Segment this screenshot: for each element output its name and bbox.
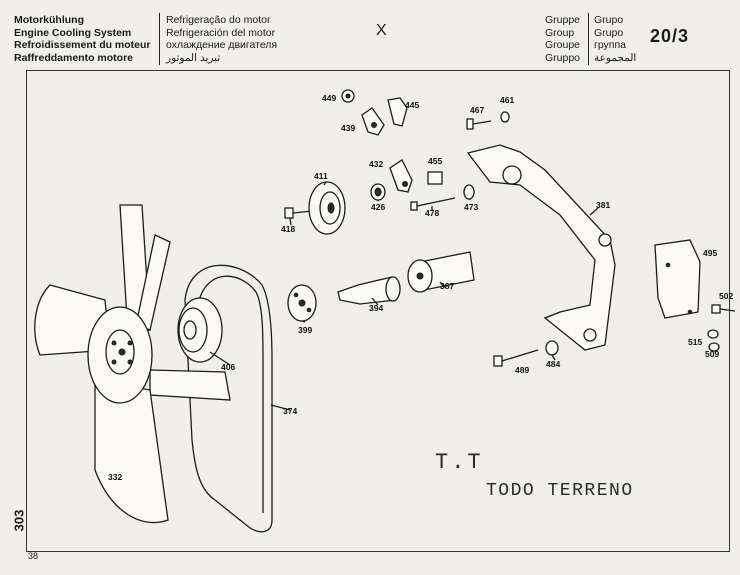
washer-509 — [708, 342, 720, 352]
label-426: 426 — [371, 202, 385, 212]
label-374: 374 — [283, 406, 297, 416]
label-489: 489 — [515, 365, 529, 375]
group-label: المجموعة — [594, 51, 637, 64]
bolt-489 — [493, 349, 539, 367]
label-495: 495 — [703, 248, 717, 258]
title-german: Motorkühlung — [14, 14, 84, 26]
group-label: Gruppo — [545, 51, 581, 64]
bolt-467 — [466, 118, 492, 130]
group-label: Gruppe — [545, 14, 581, 26]
bracket-arm-381 — [466, 144, 616, 351]
label-473: 473 — [464, 202, 478, 212]
title-block-right: Refrigeração do motor Refrigeración del … — [166, 14, 277, 64]
bolt-439 — [361, 107, 385, 136]
washer-461 — [500, 111, 510, 123]
group-label: группа — [594, 39, 627, 51]
group-labels-left: Gruppe Group Groupe Gruppo — [545, 14, 580, 64]
label-394: 394 — [369, 303, 383, 313]
bolt-478 — [410, 197, 456, 211]
cover-plate-495 — [654, 239, 701, 319]
group-label: Groupe — [545, 39, 581, 51]
label-484: 484 — [546, 359, 560, 369]
bolt-418 — [284, 207, 313, 219]
v-belt-374 — [184, 264, 273, 533]
label-411: 411 — [314, 171, 328, 181]
title-russian: охлаждение двигателя — [166, 39, 278, 51]
stamp-line-1: T.T — [435, 450, 484, 475]
nut-449 — [341, 89, 355, 103]
page-number: 38 — [28, 551, 39, 561]
label-461: 461 — [500, 95, 514, 105]
label-439: 439 — [341, 123, 355, 133]
bolt-502 — [711, 304, 736, 314]
lever-432 — [389, 159, 413, 193]
label-381: 381 — [596, 200, 610, 210]
label-432: 432 — [369, 159, 383, 169]
bearing-387 — [407, 251, 475, 293]
title-portuguese: Refrigeração do motor — [166, 14, 271, 26]
label-418: 418 — [281, 224, 295, 234]
washer-455 — [427, 171, 443, 185]
title-italian: Raffreddamento motore — [14, 51, 134, 64]
label-509: 509 — [705, 349, 719, 359]
label-502: 502 — [719, 291, 733, 301]
group-label: Grupo — [594, 14, 624, 26]
label-406: 406 — [221, 362, 235, 372]
title-block-left: Motorkühlung Engine Cooling System Refro… — [14, 14, 151, 64]
title-english: Engine Cooling System — [14, 26, 132, 39]
label-387: 387 — [440, 281, 454, 291]
group-labels-right: Grupo Grupo группа المجموعة — [594, 14, 636, 64]
pulley-406 — [177, 297, 223, 363]
label-455: 455 — [428, 156, 442, 166]
group-label: Group — [545, 26, 575, 39]
title-spanish: Refrigeración del motor — [166, 26, 276, 39]
title-french: Refroidissement du moteur — [14, 39, 151, 51]
group-label: Grupo — [594, 26, 624, 39]
fan-332 — [34, 204, 231, 524]
title-arabic: تبريد الموتور — [166, 51, 221, 64]
page-code: 303 — [11, 509, 27, 532]
header-divider — [159, 13, 160, 65]
label-445: 445 — [405, 100, 419, 110]
shaft-394 — [337, 276, 401, 305]
cross-mark: X — [376, 22, 387, 39]
pulley-411 — [308, 181, 346, 235]
label-449: 449 — [322, 93, 336, 103]
group-number: 20/3 — [650, 26, 690, 46]
washer-515 — [707, 329, 719, 339]
label-515: 515 — [688, 337, 702, 347]
label-478: 478 — [425, 208, 439, 218]
diagram-frame — [26, 70, 730, 552]
hub-399 — [287, 284, 317, 322]
bracket-445 — [387, 97, 408, 127]
label-332: 332 — [108, 472, 122, 482]
nut-426 — [370, 183, 386, 201]
label-467: 467 — [470, 105, 484, 115]
label-399: 399 — [298, 325, 312, 335]
washer-473 — [463, 184, 475, 200]
group-divider — [588, 13, 589, 65]
spacer-484 — [545, 340, 559, 356]
stamp-line-2: TODO TERRENO — [486, 481, 634, 501]
